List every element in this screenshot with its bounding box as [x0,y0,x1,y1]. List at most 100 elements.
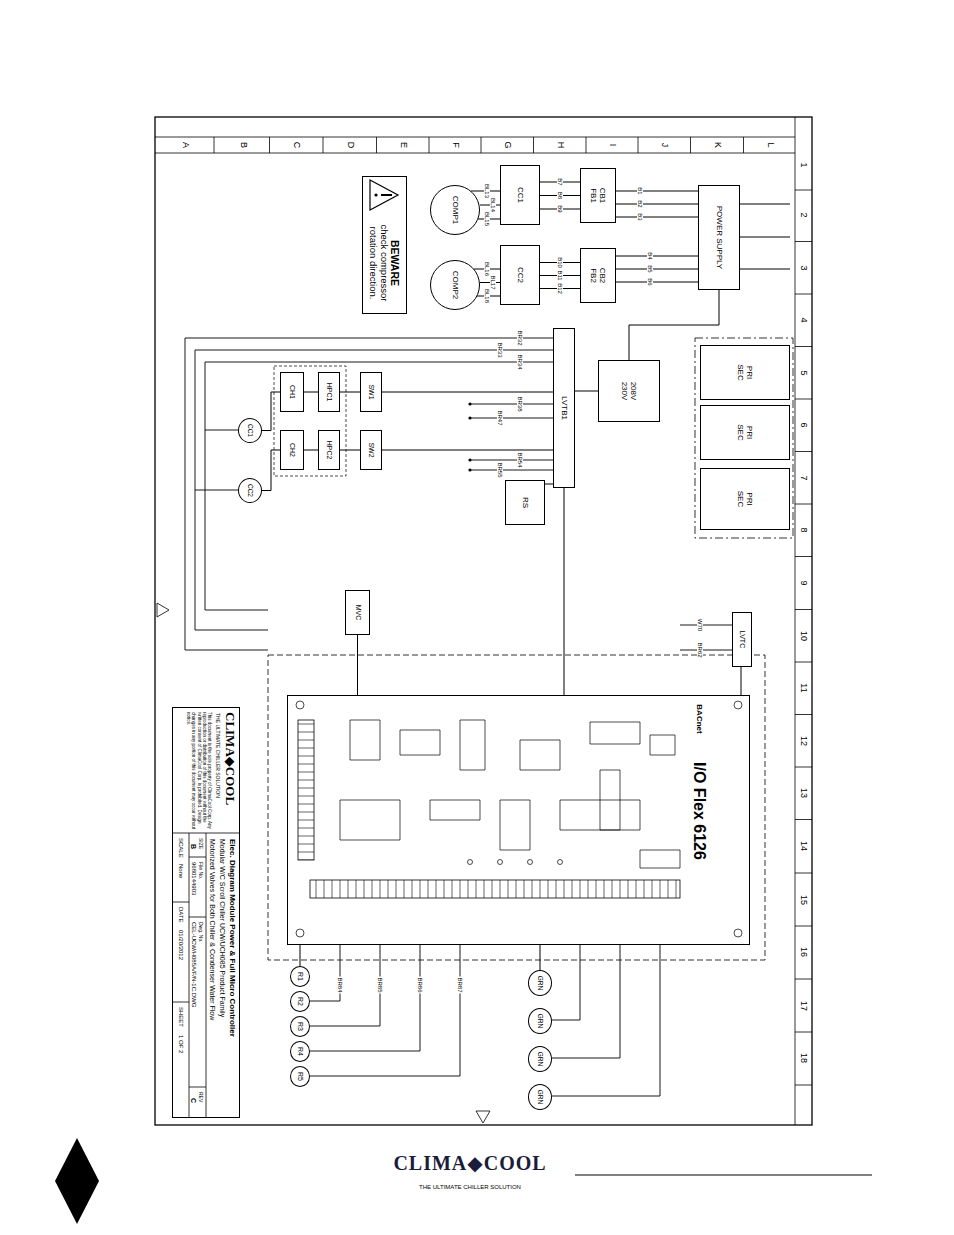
component-label: MVC [353,605,361,621]
component-label: THE ULTIMATE CHILLER SOLUTION [214,713,220,798]
component-label: None [177,864,184,878]
wire-number: BL14 [490,197,496,213]
terminal-strip: LVTB1 [553,328,575,488]
component-label: FB1 [589,188,598,203]
component-label: 1 OF 2 [177,1035,184,1053]
component-label: COMP1 [450,196,459,224]
zone-reference: L [766,141,775,148]
wire-number: B1 [637,186,643,195]
component-label: GRN [536,1052,543,1066]
zone-reference: 6 [799,421,808,428]
zone-reference: 1 [799,161,808,168]
component-label: CH1 [288,385,296,399]
wire-number: B8 [557,191,563,200]
wire-number: W70 [697,618,703,632]
zone-grid [155,117,795,1125]
wire-number: BR85 [377,976,383,993]
component-label: HPC2 [325,441,333,460]
contactor: CC1 [500,165,540,225]
centering-mark [157,603,490,1123]
pressure-control: HPC2 [318,430,340,470]
zone-reference: 12 [799,735,808,747]
wire-connector [340,450,360,451]
logo-text: CLIMA◆COOL [392,1153,547,1173]
wire-number: B4 [647,251,653,260]
wire-connector [262,450,280,491]
control-wire [310,945,660,1096]
transformer: PRISEC [700,468,790,530]
component-label: GRN [536,976,543,990]
component-label: R5 [296,1072,304,1081]
component-label: 9680144903 [190,862,197,895]
title-block-rule [172,833,240,1118]
pressure-control: HPC1 [318,372,340,412]
zone-reference: 3 [799,264,808,271]
component-label: CH2 [288,443,296,457]
component-label: Dwg. No. [197,922,203,943]
component-label: 208V [629,382,638,401]
component-label: POWER SUPPLY [714,206,723,269]
wire-number: BR34 [517,353,523,370]
terminal-strip: LVTC [732,612,752,667]
component-label: SEC [736,424,745,440]
component-label: DATE [177,907,184,923]
transformer: 208V230V [598,360,660,422]
wire-number: B9 [557,204,563,213]
component-label: CB2 [598,268,607,284]
zone-reference: 14 [799,840,808,852]
component-label: GRN [536,1090,543,1104]
wire-number: BR86 [417,976,423,993]
zone-reference: 15 [799,894,808,906]
component-label: 230V [620,382,629,401]
zone-reference: J [660,142,669,149]
control-wire [185,338,553,650]
component-label: PRI [745,492,754,505]
component-label: I/O Flex 6126 [690,760,708,862]
page-diamond [55,1138,99,1224]
zone-reference: 10 [799,630,808,642]
temperature-sensor: GRN [528,970,552,996]
component-label: GRN [536,1014,543,1028]
component-label: CC2 [246,484,253,497]
relay: RS [505,480,545,525]
zone-reference: F [451,141,460,149]
component-label: CLIMA◆COOL [222,712,237,805]
zone-reference: 13 [799,787,808,799]
logo-text: THE ULTIMATE CHILLER SOLUTION [418,1184,522,1190]
wire-number: BR55 [497,461,503,478]
zone-reference: 7 [799,474,808,481]
component-label: BACnet [694,702,703,735]
component-label: Motorized Valves for Both Chiller & Cond… [208,839,216,1020]
component-label: Elec. Diagram Module Power & Full Micro … [228,839,237,1037]
wire-number: BR38 [517,395,523,412]
wire-number: BR47 [497,409,503,426]
zone-reference: G [503,140,512,149]
compressor-motor: COMP1 [430,185,480,235]
switch: SW2 [360,430,382,470]
panel-boundary [274,366,346,476]
component-label: RS [520,497,529,508]
component-label: FB2 [589,268,598,283]
wire-connector [300,945,301,966]
wire-number: B12 [557,282,563,295]
zone-reference: 8 [799,526,808,533]
component-label: check compressor rotation direction. [368,215,390,311]
wire-number: B2 [637,199,643,208]
component-label: REV [197,1092,203,1102]
wire-connector [340,392,360,393]
warning-symbol [374,193,377,196]
zone-reference: 9 [799,579,808,586]
wire-number: BR32 [517,329,523,346]
relay-coil: R2 [290,991,310,1012]
wire-connector [382,450,553,451]
wire-connector [262,392,280,431]
component-label: CEL-UCW/H085A/F/N-1C.DWG [190,922,197,1007]
zone-grid [795,190,812,1085]
component-label: This document is the sole property of Cl… [186,712,212,830]
wire-number: BL17 [490,274,496,290]
switch: SW1 [360,372,382,412]
valve-actuator: MVC [345,590,370,635]
wire-connector [575,391,598,392]
